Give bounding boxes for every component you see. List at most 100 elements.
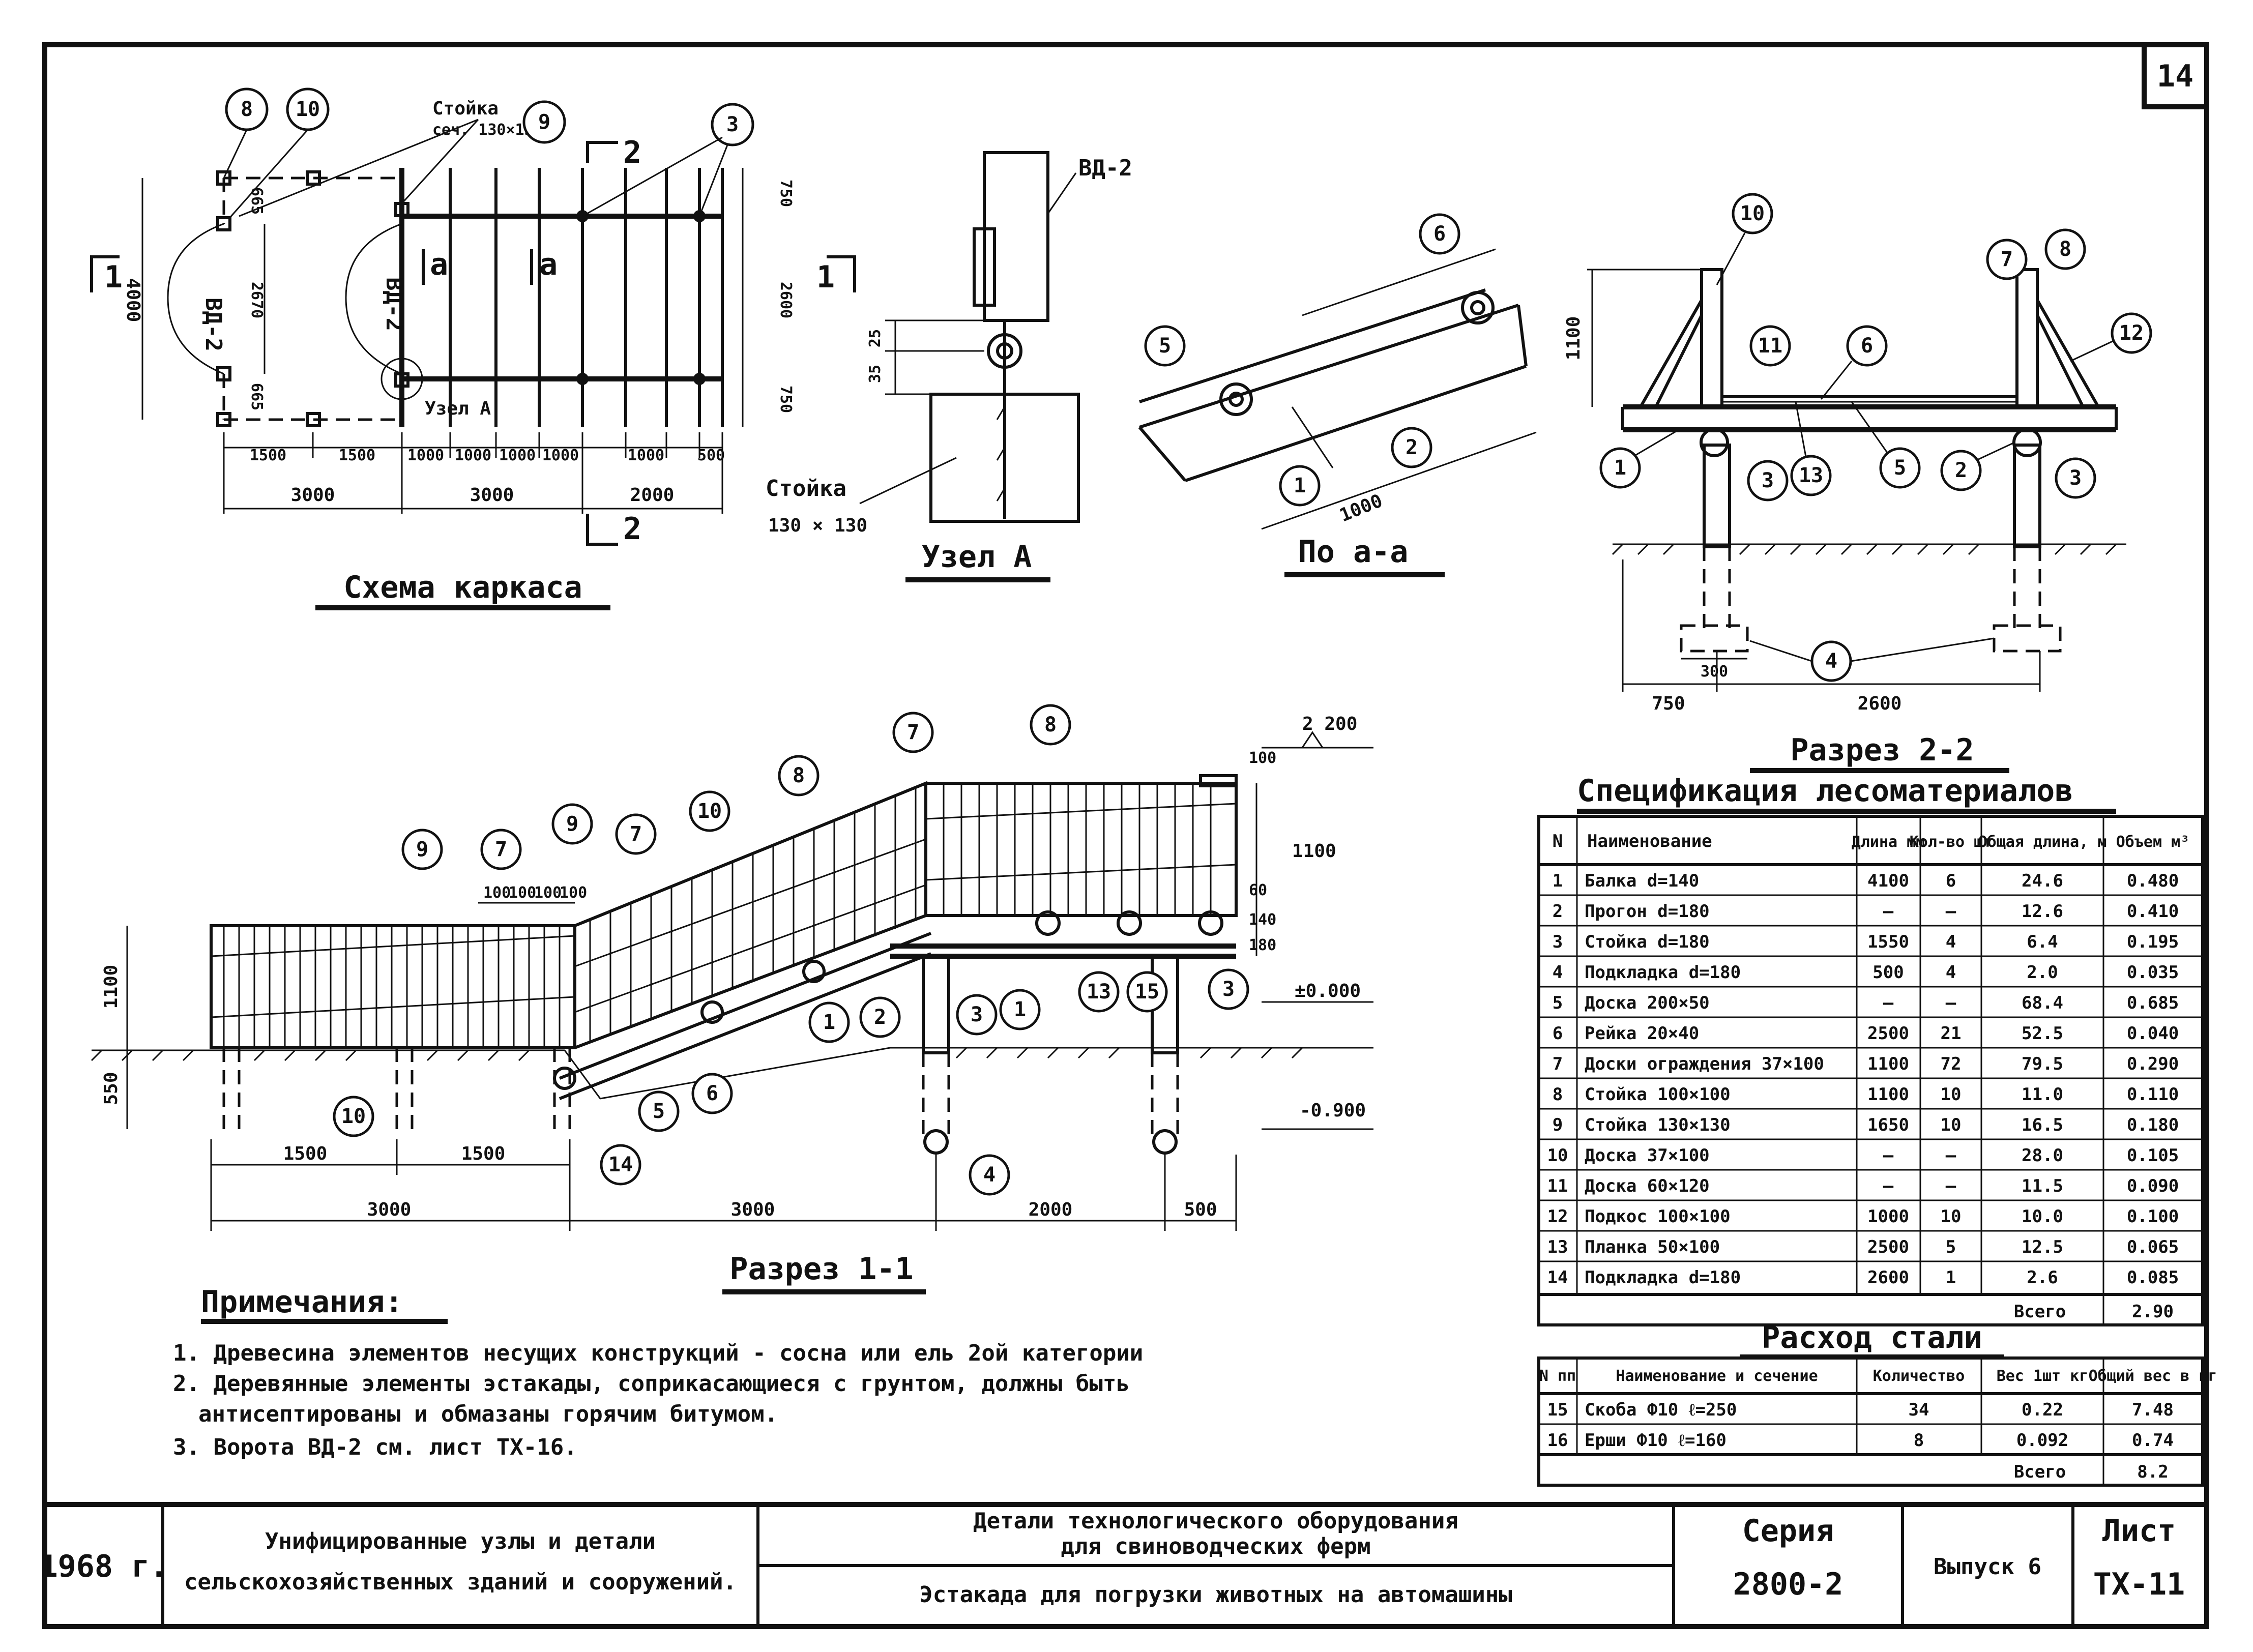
spec-wood-cell: Планка 50×100 [1585,1237,1720,1257]
node-a-dim-35: 35 [866,365,884,383]
tb-title-1: Детали технологического оборудования [973,1508,1458,1534]
spec-wood-cell: Подкладка d=180 [1585,962,1741,983]
spec-wood-cell: 1100 [1867,1054,1909,1074]
spec-wood-cell: 2600 [1867,1267,1909,1288]
spec-wood-cell: 0.110 [2127,1084,2179,1105]
spec-wood-cell: Доска 60×120 [1585,1176,1710,1196]
spec-wood-cell: 0.065 [2127,1237,2179,1257]
section-11-dim-b2-1: 3000 [731,1199,775,1220]
tb-title-2: для свиноводческих ферм [1061,1533,1370,1559]
section-22: 1100 750 2600 300 10 7 8 11 6 12 1 13 5 … [1563,193,2152,773]
spec-steel-h-0: N пп [1539,1367,1576,1385]
section-11-bubble-3a: 3 [971,1003,983,1026]
section-11-dim-b1-0: 1500 [283,1143,328,1164]
spec-steel-cell: 8 [1914,1430,1924,1451]
spec-wood-cell: 3 [1553,932,1563,952]
spec-wood-cell: 11 [1547,1176,1568,1196]
spec-wood-h-3: Кол-во шт [1910,833,1993,851]
section-22-dim-2600: 2600 [1858,693,1902,714]
spec-wood-cell: 14 [1547,1267,1568,1288]
section-11-dim-550: 550 [101,1072,122,1105]
spec-wood-cell: 11.5 [2022,1176,2063,1196]
section-11-title: Разрез 1-1 [729,1251,913,1287]
plan-dim-b1-6: 1000 [628,447,664,464]
spec-steel-cell: Ерши Ф10 ℓ=160 [1585,1430,1727,1451]
section-11-dim-b2-3: 500 [1184,1199,1217,1220]
section-11-dim-100: 100 [1249,749,1276,767]
plan-gate-label-1: ВД-2 [200,298,226,351]
section-22-bubble-13: 13 [1799,464,1823,487]
section-11: 2 200 ±0.000 -0.900 100 1100 60 140 180 … [91,704,1373,1294]
plan-dim-b2-0: 3000 [291,485,335,506]
spec-wood-cell: Доски ограждения 37×100 [1585,1054,1824,1074]
section-11-spacing-3: 100 [560,884,587,902]
spec-wood-cell: — [1946,1145,1956,1166]
plan-cut-2-top: 2 [623,135,641,170]
sheet-number-box [2142,42,2209,109]
spec-wood-cell: 4 [1553,962,1563,983]
spec-wood-cell: 12.6 [2022,901,2063,922]
spec-wood-cell: 0.195 [2127,932,2179,952]
spec-wood-cell: — [1946,1176,1956,1196]
spec-wood-cell: 0.085 [2127,1267,2179,1288]
spec-wood-cell: 1 [1553,871,1563,891]
section-11-bubble-10b: 10 [341,1105,366,1128]
spec-wood-title: Спецификация лесоматериалов [1577,773,2073,809]
section-22-dim-300: 300 [1701,663,1728,681]
spec-steel-cell: 34 [1909,1400,1929,1420]
spec-wood-cell: Рейка 20×40 [1585,1023,1699,1044]
spec-steel-h-2: Количество [1873,1367,1965,1385]
spec-wood-cell: Прогон d=180 [1585,901,1710,922]
spec-wood-cell: 28.0 [2022,1145,2063,1166]
spec-steel-table: Расход стали N пп Наименование и сечение… [1537,1320,2217,1487]
note-2-cont: антисептированы и обмазаны горячим битум… [198,1401,778,1427]
section-11-bubble-14: 14 [608,1153,633,1176]
spec-steel-cell: 15 [1547,1400,1568,1420]
spec-steel-title: Расход стали [1762,1320,1982,1355]
plan-cut-1-right: 1 [816,259,835,295]
spec-steel-cell: 0.092 [2016,1430,2068,1451]
section-11-bubble-15: 15 [1135,980,1159,1004]
spec-wood-cell: 13 [1547,1237,1568,1257]
spec-wood-cell: Подкладка d=180 [1585,1267,1741,1288]
sheet-number: 14 [2157,58,2193,94]
plan-dim-b1-2: 1000 [407,447,444,464]
spec-wood-cell: — [1883,901,1894,922]
section-11-bubble-9a: 9 [416,838,428,861]
spec-wood-cell: 1550 [1867,932,1909,952]
spec-steel-total-label: Всего [2014,1462,2066,1482]
spec-wood-cell: 68.4 [2022,993,2063,1013]
sheet-frame [42,42,2209,1629]
section-11-dim-b1-1: 1500 [461,1143,506,1164]
spec-wood-cell: 10 [1941,1084,1962,1105]
spec-wood-cell: 1000 [1867,1206,1909,1227]
plan-dim-gate: 2670 [248,282,266,318]
tb-sheet-label: Лист [2102,1513,2176,1549]
section-11-dim-b2-2: 2000 [1029,1199,1073,1220]
spec-wood-cell: 21 [1941,1023,1962,1044]
section-11-level-zero: ±0.000 [1295,981,1361,1001]
spec-wood-cell: 8 [1553,1084,1563,1105]
section-11-bubble-7c: 7 [907,721,919,744]
note-2: 2. Деревянные элементы эстакады, соприка… [173,1371,1130,1397]
spec-wood-cell: 1 [1946,1267,1956,1288]
spec-steel-cell: 7.48 [2132,1400,2174,1420]
section-22-bubble-2: 2 [1955,459,1967,482]
spec-steel-total-value: 8.2 [2137,1462,2168,1482]
spec-wood-cell: 7 [1553,1054,1563,1074]
tb-issue: Выпуск 6 [1934,1554,2041,1580]
plan-title: Схема каркаса [343,570,582,605]
spec-wood-cell: 16.5 [2022,1115,2063,1135]
section-11-spacing-0: 100 [483,884,511,902]
plan-dim-b2-1: 3000 [470,485,514,506]
spec-wood-cell: 500 [1872,962,1904,983]
plan-gate-label-2: ВД-2 [381,277,407,331]
spec-wood-h-2: Длина мм [1852,833,1925,851]
section-22-bubble-12: 12 [2119,321,2144,345]
spec-steel-h-3: Вес 1шт кг [1997,1367,2089,1385]
spec-wood-cell: 0.100 [2127,1206,2179,1227]
spec-wood-cell: 0.105 [2127,1145,2179,1166]
spec-wood-cell: Доска 200×50 [1585,993,1710,1013]
section-11-level-top: 2 200 [1302,714,1357,734]
spec-wood-cell: 10 [1547,1145,1568,1166]
